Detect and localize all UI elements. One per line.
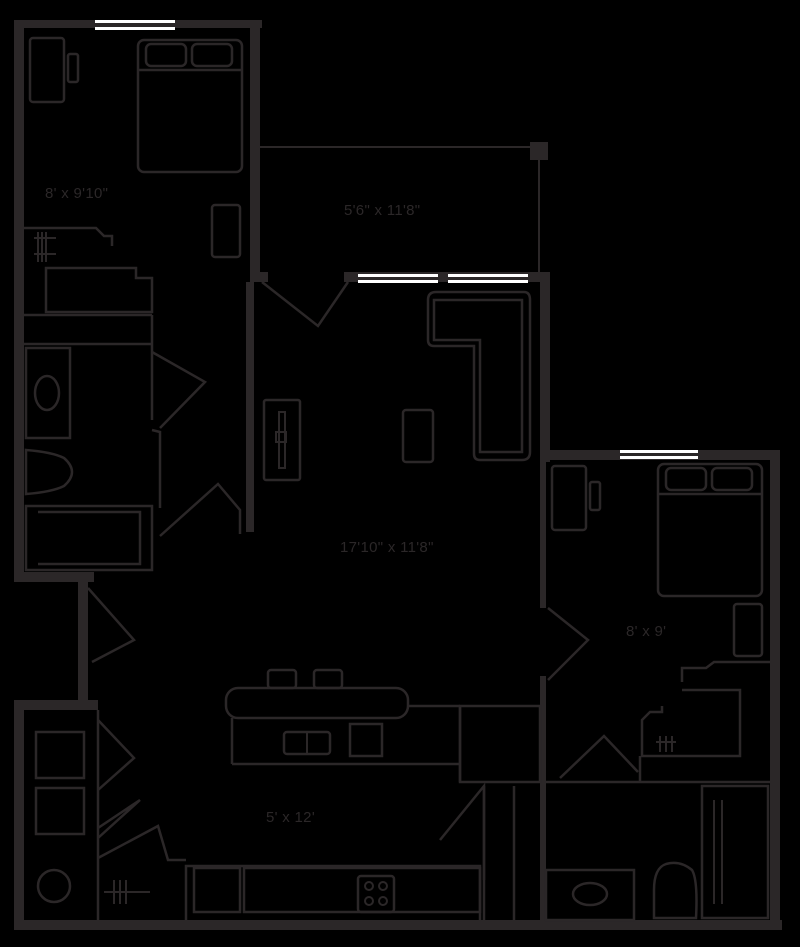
pillow-2a: [664, 466, 708, 492]
chair-2: [588, 480, 602, 512]
sink-1: [33, 374, 61, 412]
wall-living-north: [344, 272, 550, 282]
window-living-left: [358, 274, 438, 283]
vanity-2: [544, 868, 636, 922]
wall-bedroom2-west-lower: [540, 676, 546, 920]
desk-1: [28, 36, 66, 104]
stool-1: [266, 668, 298, 690]
tub-1: [24, 504, 154, 572]
label-balcony: 5'6" x 11'8": [344, 202, 420, 219]
wall-north-left: [14, 20, 262, 28]
bed-1: [136, 38, 244, 174]
coffee-table: [401, 408, 435, 464]
walls: [14, 20, 782, 930]
bathroom-2: [544, 784, 770, 922]
counter-top: [242, 866, 482, 914]
living-furniture: [87, 281, 590, 681]
dresser-2: [732, 602, 764, 658]
door-entry: [87, 587, 136, 664]
window-bedroom2: [620, 450, 698, 459]
wall-bath1-south: [14, 572, 94, 582]
sofa: [426, 290, 532, 462]
pillow-1b: [190, 42, 234, 68]
stool-2: [312, 668, 344, 690]
wall-east: [770, 450, 780, 930]
wall-entry-west: [78, 572, 88, 700]
label-living: 17'10" x 11'8": [340, 539, 434, 556]
hangers-2: [104, 880, 150, 904]
shower: [700, 784, 770, 920]
label-kitchen: 5' x 12': [266, 809, 315, 826]
door-closet-b: [97, 824, 186, 862]
wall-bedroom2-west: [540, 450, 546, 608]
shelf-1: [34, 730, 86, 780]
door-hall-a: [159, 482, 242, 537]
closet-1-top: [24, 226, 114, 246]
door-bath1: [151, 350, 208, 429]
dresser-1: [210, 203, 242, 259]
balcony-railing: [260, 146, 540, 272]
wall-west-upper: [14, 20, 24, 580]
hangers-3: [656, 736, 676, 752]
closet-storage: [34, 710, 186, 920]
door-bedroom2: [547, 607, 590, 681]
closet-2: [640, 688, 742, 758]
washer: [192, 866, 242, 914]
wall-living-west: [246, 282, 254, 532]
toilet-1: [24, 448, 74, 496]
chair-1: [66, 52, 80, 84]
wall-bedroom1-east: [250, 20, 260, 282]
balcony-post: [530, 142, 548, 160]
door-closet-c: [559, 734, 639, 779]
closet-1: [44, 266, 154, 314]
sink-2: [571, 881, 609, 907]
water-heater: [36, 868, 72, 904]
window-bedroom1: [95, 20, 175, 30]
door-utility: [439, 782, 486, 880]
shelf-2: [34, 786, 86, 836]
label-bedroom-2: 8' x 9': [626, 623, 666, 640]
wall-closet-north: [14, 700, 98, 710]
dishwasher: [348, 722, 384, 758]
vanity-1: [24, 346, 72, 440]
door-balcony: [261, 281, 350, 328]
bathroom-1: [24, 315, 242, 572]
island-counter: [224, 686, 410, 720]
wall-living-east: [540, 272, 550, 462]
bedroom-1-furniture: [24, 36, 244, 317]
kitchen: [184, 668, 542, 920]
wall-bedroom2-north: [540, 450, 780, 460]
refrigerator: [458, 704, 542, 784]
pillow-2b: [710, 466, 754, 492]
hangers-1: [34, 232, 56, 262]
label-bedroom-1: 8' x 9'10": [45, 185, 108, 202]
stove: [356, 874, 396, 914]
desk-2: [550, 464, 588, 532]
window-living-right: [448, 274, 528, 283]
room-labels: 8' x 9'10" 5'6" x 11'8" 17'10" x 11'8" 8…: [45, 185, 666, 826]
door-closet-a: [97, 719, 136, 791]
bed-2: [656, 462, 764, 598]
bedroom-2-furniture: [546, 462, 770, 784]
wall-stub-a: [250, 272, 268, 282]
wall-south: [14, 920, 782, 930]
windows: [95, 20, 698, 459]
wall-west-lower: [14, 700, 24, 930]
toilet-2: [652, 861, 698, 920]
pillow-1a: [144, 42, 188, 68]
media-console: [262, 398, 302, 482]
